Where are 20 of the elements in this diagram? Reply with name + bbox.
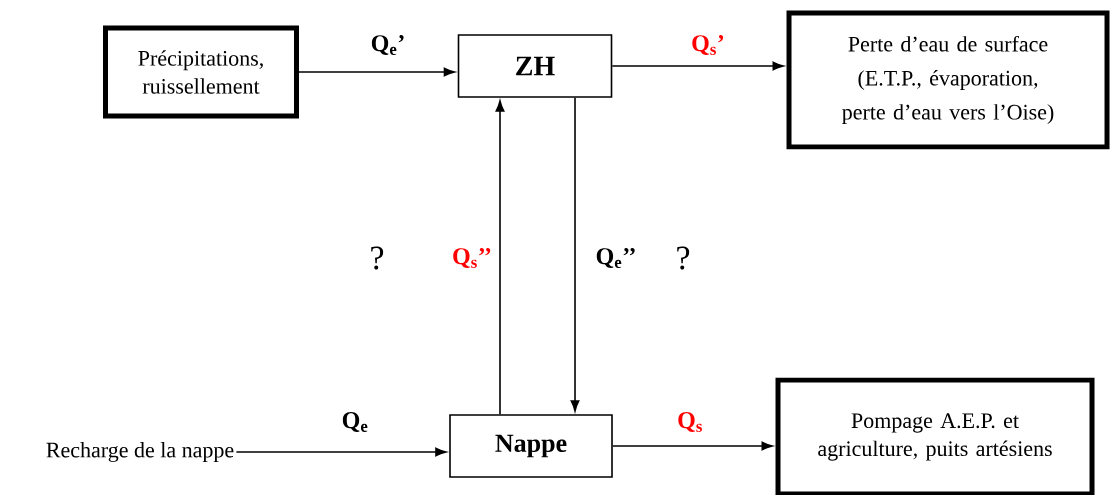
arrow [298, 67, 456, 77]
edge-label: Q$_{e}$’’ [596, 248, 635, 268]
arrow [612, 441, 773, 451]
process-box: Précipitations, ruissellement [103, 25, 299, 119]
question-mark: ? [371, 246, 384, 270]
arrow [611, 61, 784, 71]
edge-label: Q$_{s}$’ [692, 35, 724, 55]
edge-label: Q$_{e}$ [342, 412, 368, 432]
process-box: ZH [457, 34, 613, 98]
process-box: Perte d’eau de surface (E.T.P., évaporation, perte d’eau vers l’Oise) [786, 10, 1110, 150]
edge-label: Q$_{s}$ [678, 412, 702, 432]
source-text: Recharge de la nappe [46, 442, 234, 462]
arrow [495, 100, 505, 415]
question-mark: ? [677, 246, 690, 270]
edge-label: Q$_{s}$’’ [453, 248, 491, 268]
arrow [235, 447, 447, 457]
process-box: Nappe [449, 414, 613, 478]
process-box: Pompage A.E.P. et agriculture, puits artésiens [775, 377, 1095, 495]
arrow [570, 97, 580, 412]
edge-label: Q$_{e}$’ [371, 35, 404, 55]
